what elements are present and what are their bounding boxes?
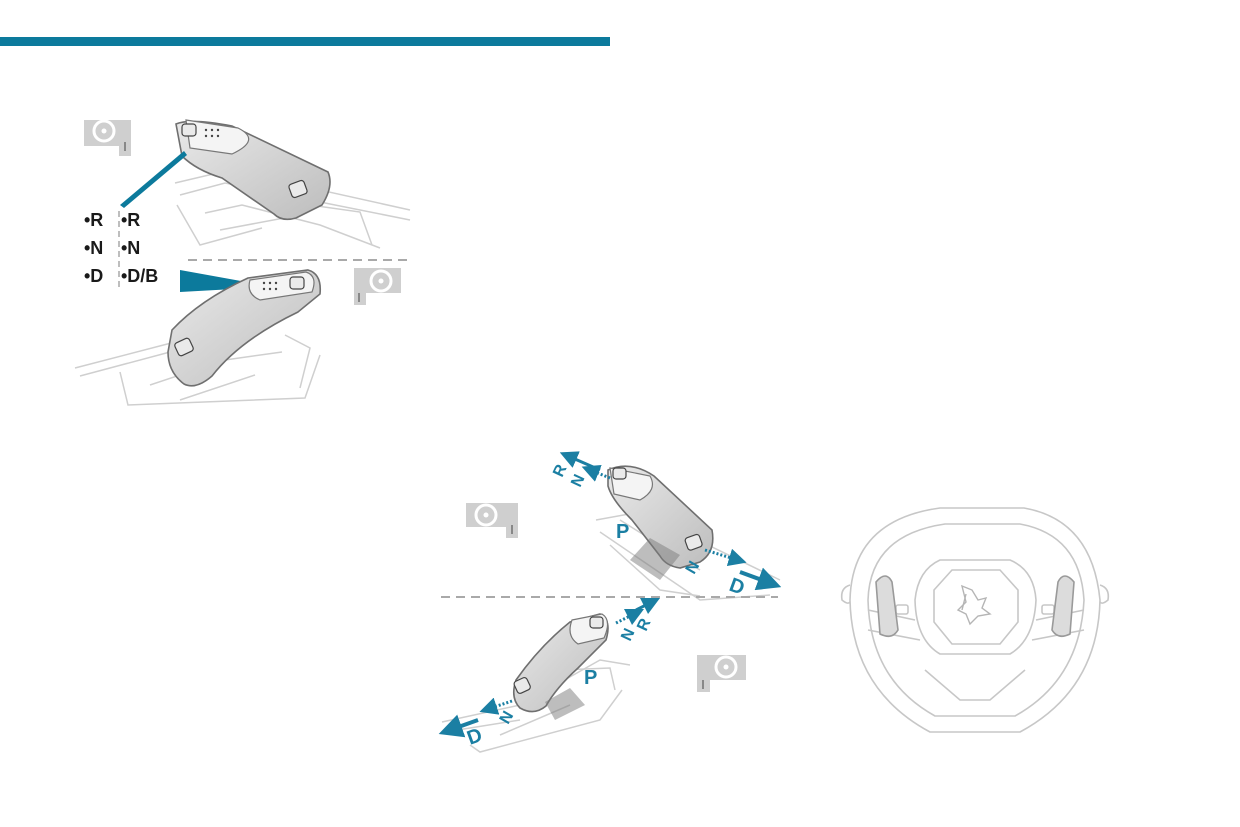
paddle-right-icon [1051, 575, 1075, 638]
steering-wheel-paddles-illustration [840, 507, 1110, 733]
section-header-bar [0, 37, 610, 46]
legend-item: •R [121, 210, 141, 230]
gear-lever-bottom [167, 269, 322, 387]
p-button-icon [612, 467, 627, 480]
gear-selector-illustration-top [74, 119, 412, 406]
steering-wheel-right-icon [354, 268, 401, 305]
gear-label-n: N [618, 626, 638, 644]
peugeot-lion-logo [956, 584, 992, 626]
gear-lever-top [175, 119, 331, 221]
legend-column-left: •R •N •D [84, 206, 103, 290]
gear-label-p: P [584, 667, 597, 689]
unlock-button-icon [513, 676, 531, 694]
p-button-icon [589, 616, 604, 629]
steering-wheel-left-icon [466, 503, 518, 538]
gear-label-d: D [726, 574, 747, 600]
unlock-button-icon [288, 179, 308, 199]
gear-label-p: P [616, 521, 629, 543]
legend-item: •R [84, 210, 104, 230]
gear-lever-upper [607, 465, 714, 580]
p-button-icon [289, 276, 305, 290]
gear-shift-directions-illustration: R N P N D [438, 451, 782, 753]
gear-lever-lower [512, 613, 609, 720]
legend-item: •D/B [121, 266, 159, 286]
paddle-left-icon [875, 575, 899, 638]
gear-label-n: N [497, 708, 518, 727]
legend-item: •D [84, 266, 104, 286]
steering-wheel-right-icon [697, 655, 746, 692]
legend-item: •N [84, 238, 104, 258]
p-button-icon [181, 123, 197, 137]
gear-label-r: R [634, 616, 654, 634]
gear-label-d: D [464, 724, 485, 750]
gear-label-n: N [568, 472, 588, 490]
legend-item: •N [121, 238, 141, 258]
unlock-button-icon [684, 533, 703, 551]
legend-column-right: •R •N •D/B [121, 206, 158, 290]
steering-wheel-left-icon [84, 119, 131, 156]
unlock-button-icon [174, 337, 194, 357]
gear-label-r: R [550, 462, 570, 480]
